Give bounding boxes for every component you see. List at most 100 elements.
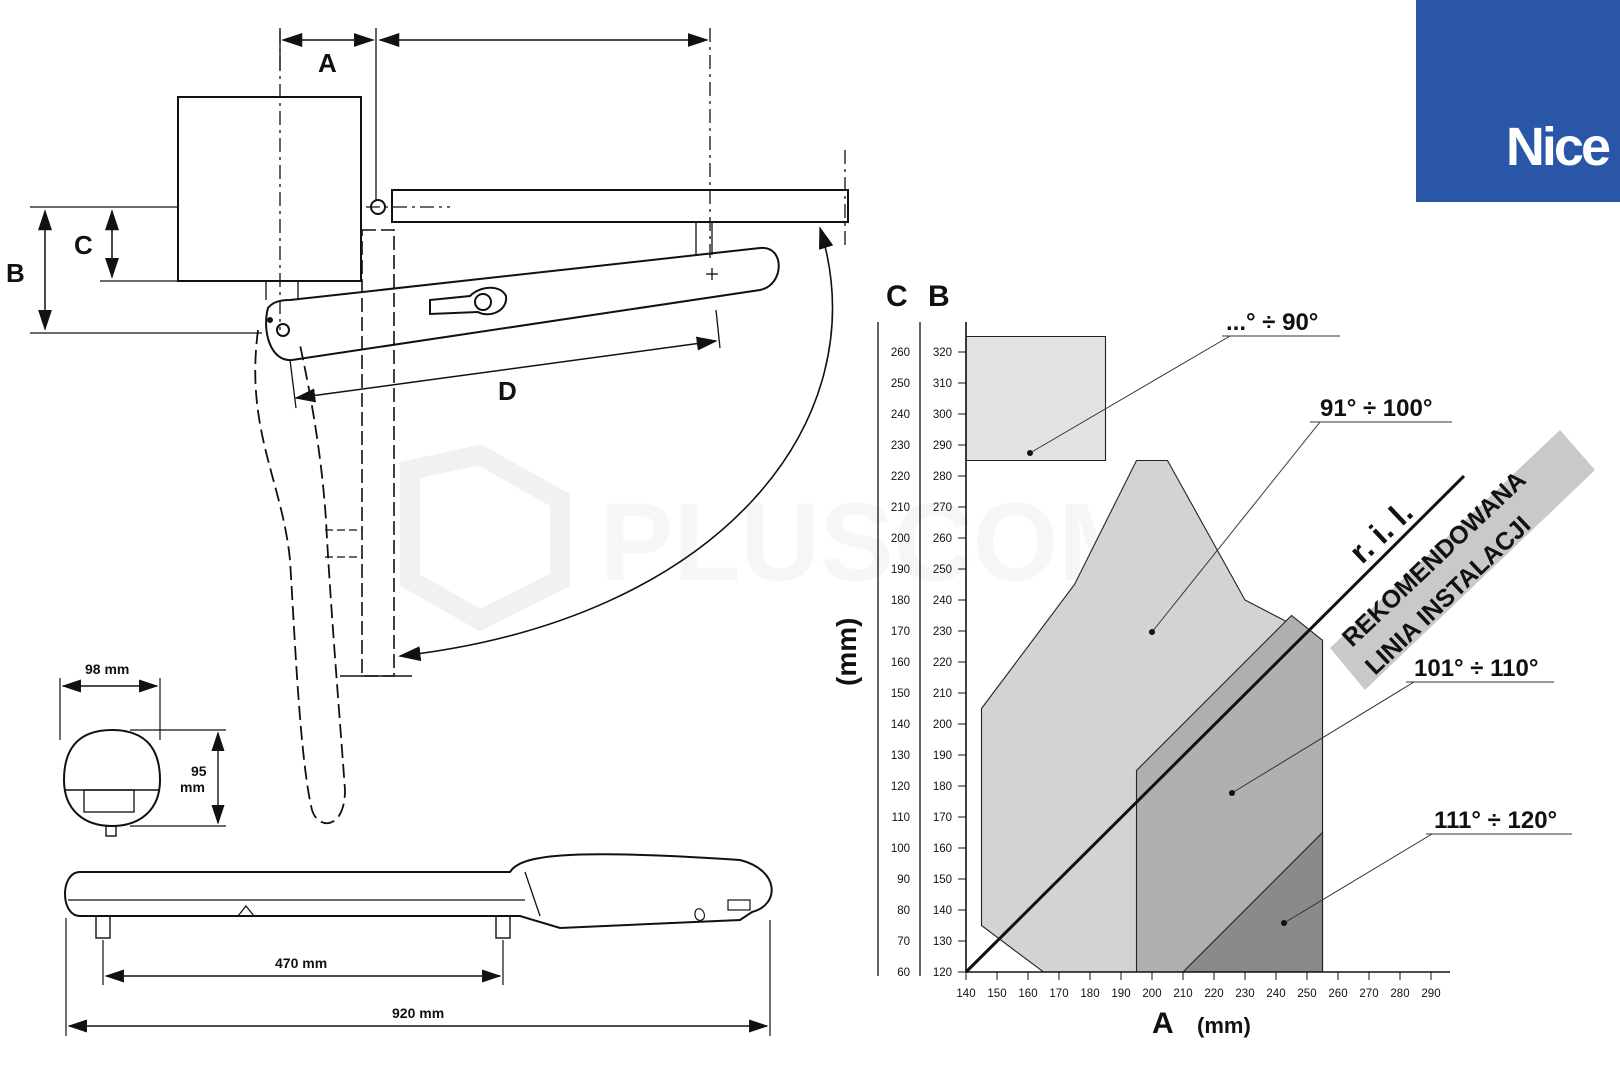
a-tick-label: 280 (1390, 988, 1409, 1000)
watermark: PLUSCOM (400, 444, 1150, 632)
zone-leader-line (1231, 681, 1415, 794)
operator-body (64, 853, 773, 930)
b-tick-label: 250 (933, 564, 952, 576)
b-tick-label: 320 (933, 347, 952, 359)
c-tick-label: 260 (891, 347, 910, 359)
end-profile (62, 728, 162, 828)
b-tick-label: 280 (933, 471, 952, 483)
c-tick-label: 80 (897, 905, 910, 917)
c-tick-label: 190 (891, 564, 910, 576)
b-tick-label: 310 (933, 378, 952, 390)
label-a: A (318, 48, 337, 78)
b-tick-label: 190 (933, 750, 952, 762)
c-tick-label: 230 (891, 440, 910, 452)
installation-chart: 260 250 240 230 220 210 200 190 180 170 160 150 140 1… (877, 309, 1595, 1000)
dim-height-95: 95 (191, 763, 207, 779)
c-tick-label: 220 (891, 471, 910, 483)
zone-1 (965, 335, 1107, 462)
a-tick-label: 210 (1173, 988, 1192, 1000)
c-tick-label: 170 (891, 626, 910, 638)
c-tick-label: 200 (891, 533, 910, 545)
c-tick-label: 90 (897, 874, 910, 886)
a-tick-label: 250 (1297, 988, 1316, 1000)
b-tick-label: 210 (933, 688, 952, 700)
zone-label: ...° ÷ 90° (1226, 309, 1318, 336)
a-tick-label: 270 (1359, 988, 1378, 1000)
c-tick-label: 210 (891, 502, 910, 514)
b-tick-label: 260 (933, 533, 952, 545)
brand-logo: Nice (1416, 0, 1620, 202)
b-tick-label: 290 (933, 440, 952, 452)
dim-height-95-unit: mm (180, 779, 205, 795)
c-tick-label: 180 (891, 595, 910, 607)
recommended-line (964, 474, 1466, 974)
c-tick-label: 110 (892, 812, 910, 824)
a-tick-label: 230 (1235, 988, 1254, 1000)
b-tick-label: 130 (933, 936, 952, 948)
zone-marker-dot (1149, 629, 1155, 635)
b-axis-header: B (928, 280, 950, 313)
zone-leader-line (1029, 335, 1231, 454)
gate-leaf (391, 189, 849, 223)
pillar (177, 96, 362, 282)
a-tick-label: 190 (1111, 988, 1130, 1000)
top-view-drawing (30, 28, 849, 825)
a-tick-label: 150 (987, 988, 1006, 1000)
chart-zones (965, 335, 1324, 973)
c-tick-label: 100 (891, 843, 910, 855)
operator-side-view (59, 678, 773, 1036)
dim-width-98: 98 mm (85, 661, 129, 677)
b-tick-label: 120 (933, 967, 952, 979)
b-tick-label: 230 (933, 626, 952, 638)
b-tick-label: 150 (933, 874, 952, 886)
b-tick-label: 200 (933, 719, 952, 731)
x-axis-label: A (1152, 1007, 1174, 1040)
watermark-text: PLUSCOM (600, 481, 1150, 604)
dim-mount-470: 470 mm (275, 955, 327, 971)
x-axis-unit: (mm) (1197, 1013, 1251, 1038)
c-tick-label: 250 (891, 378, 910, 390)
a-tick-label: 140 (956, 988, 975, 1000)
dim-length-920: 920 mm (392, 1005, 444, 1021)
a-tick-label: 170 (1049, 988, 1068, 1000)
zone-leader-line (1283, 833, 1433, 924)
zone-label: 111° ÷ 120° (1434, 807, 1557, 834)
b-tick-label: 300 (933, 409, 952, 421)
zone-label: 91° ÷ 100° (1320, 395, 1432, 422)
b-tick-label: 140 (933, 905, 952, 917)
brand-logo-text: Nice (1505, 117, 1611, 177)
zone-marker-dot (1027, 450, 1033, 456)
zone-marker-dot (1229, 790, 1235, 796)
a-tick-label: 260 (1328, 988, 1347, 1000)
b-tick-label: 170 (933, 812, 952, 824)
recommended-band (1330, 430, 1595, 690)
label-b: B (6, 258, 25, 288)
c-tick-label: 150 (891, 688, 910, 700)
zone-leaders: ...° ÷ 90° 91° ÷ 100° 101° ÷ 110° 111° ÷ 12… (1027, 309, 1572, 926)
b-tick-label: 220 (933, 657, 952, 669)
c-tick-label: 240 (891, 409, 910, 421)
zone-label: 101° ÷ 110° (1414, 655, 1538, 682)
label-d: D (498, 376, 517, 406)
zone-marker-dot (1281, 920, 1287, 926)
c-tick-label: 160 (891, 657, 910, 669)
a-tick-label: 290 (1421, 988, 1440, 1000)
b-tick-label: 160 (933, 843, 952, 855)
a-tick-label: 220 (1204, 988, 1223, 1000)
a-tick-label: 240 (1266, 988, 1285, 1000)
c-axis-header: C (886, 280, 908, 313)
c-tick-label: 120 (891, 781, 910, 793)
y-unit-label: (mm) (831, 618, 862, 686)
c-axis-ticks: 2602502402302202102001901801701601501401… (891, 347, 910, 979)
release-lever (429, 286, 508, 316)
b-axis-ticks: 3203103002902802702602502402302202102001… (933, 347, 966, 979)
a-tick-label: 200 (1142, 988, 1161, 1000)
label-c: C (74, 230, 93, 260)
a-tick-label: 160 (1018, 988, 1037, 1000)
c-tick-label: 60 (897, 967, 910, 979)
zone-leader-line (1151, 421, 1321, 633)
c-tick-label: 70 (897, 936, 910, 948)
b-tick-label: 240 (933, 595, 952, 607)
